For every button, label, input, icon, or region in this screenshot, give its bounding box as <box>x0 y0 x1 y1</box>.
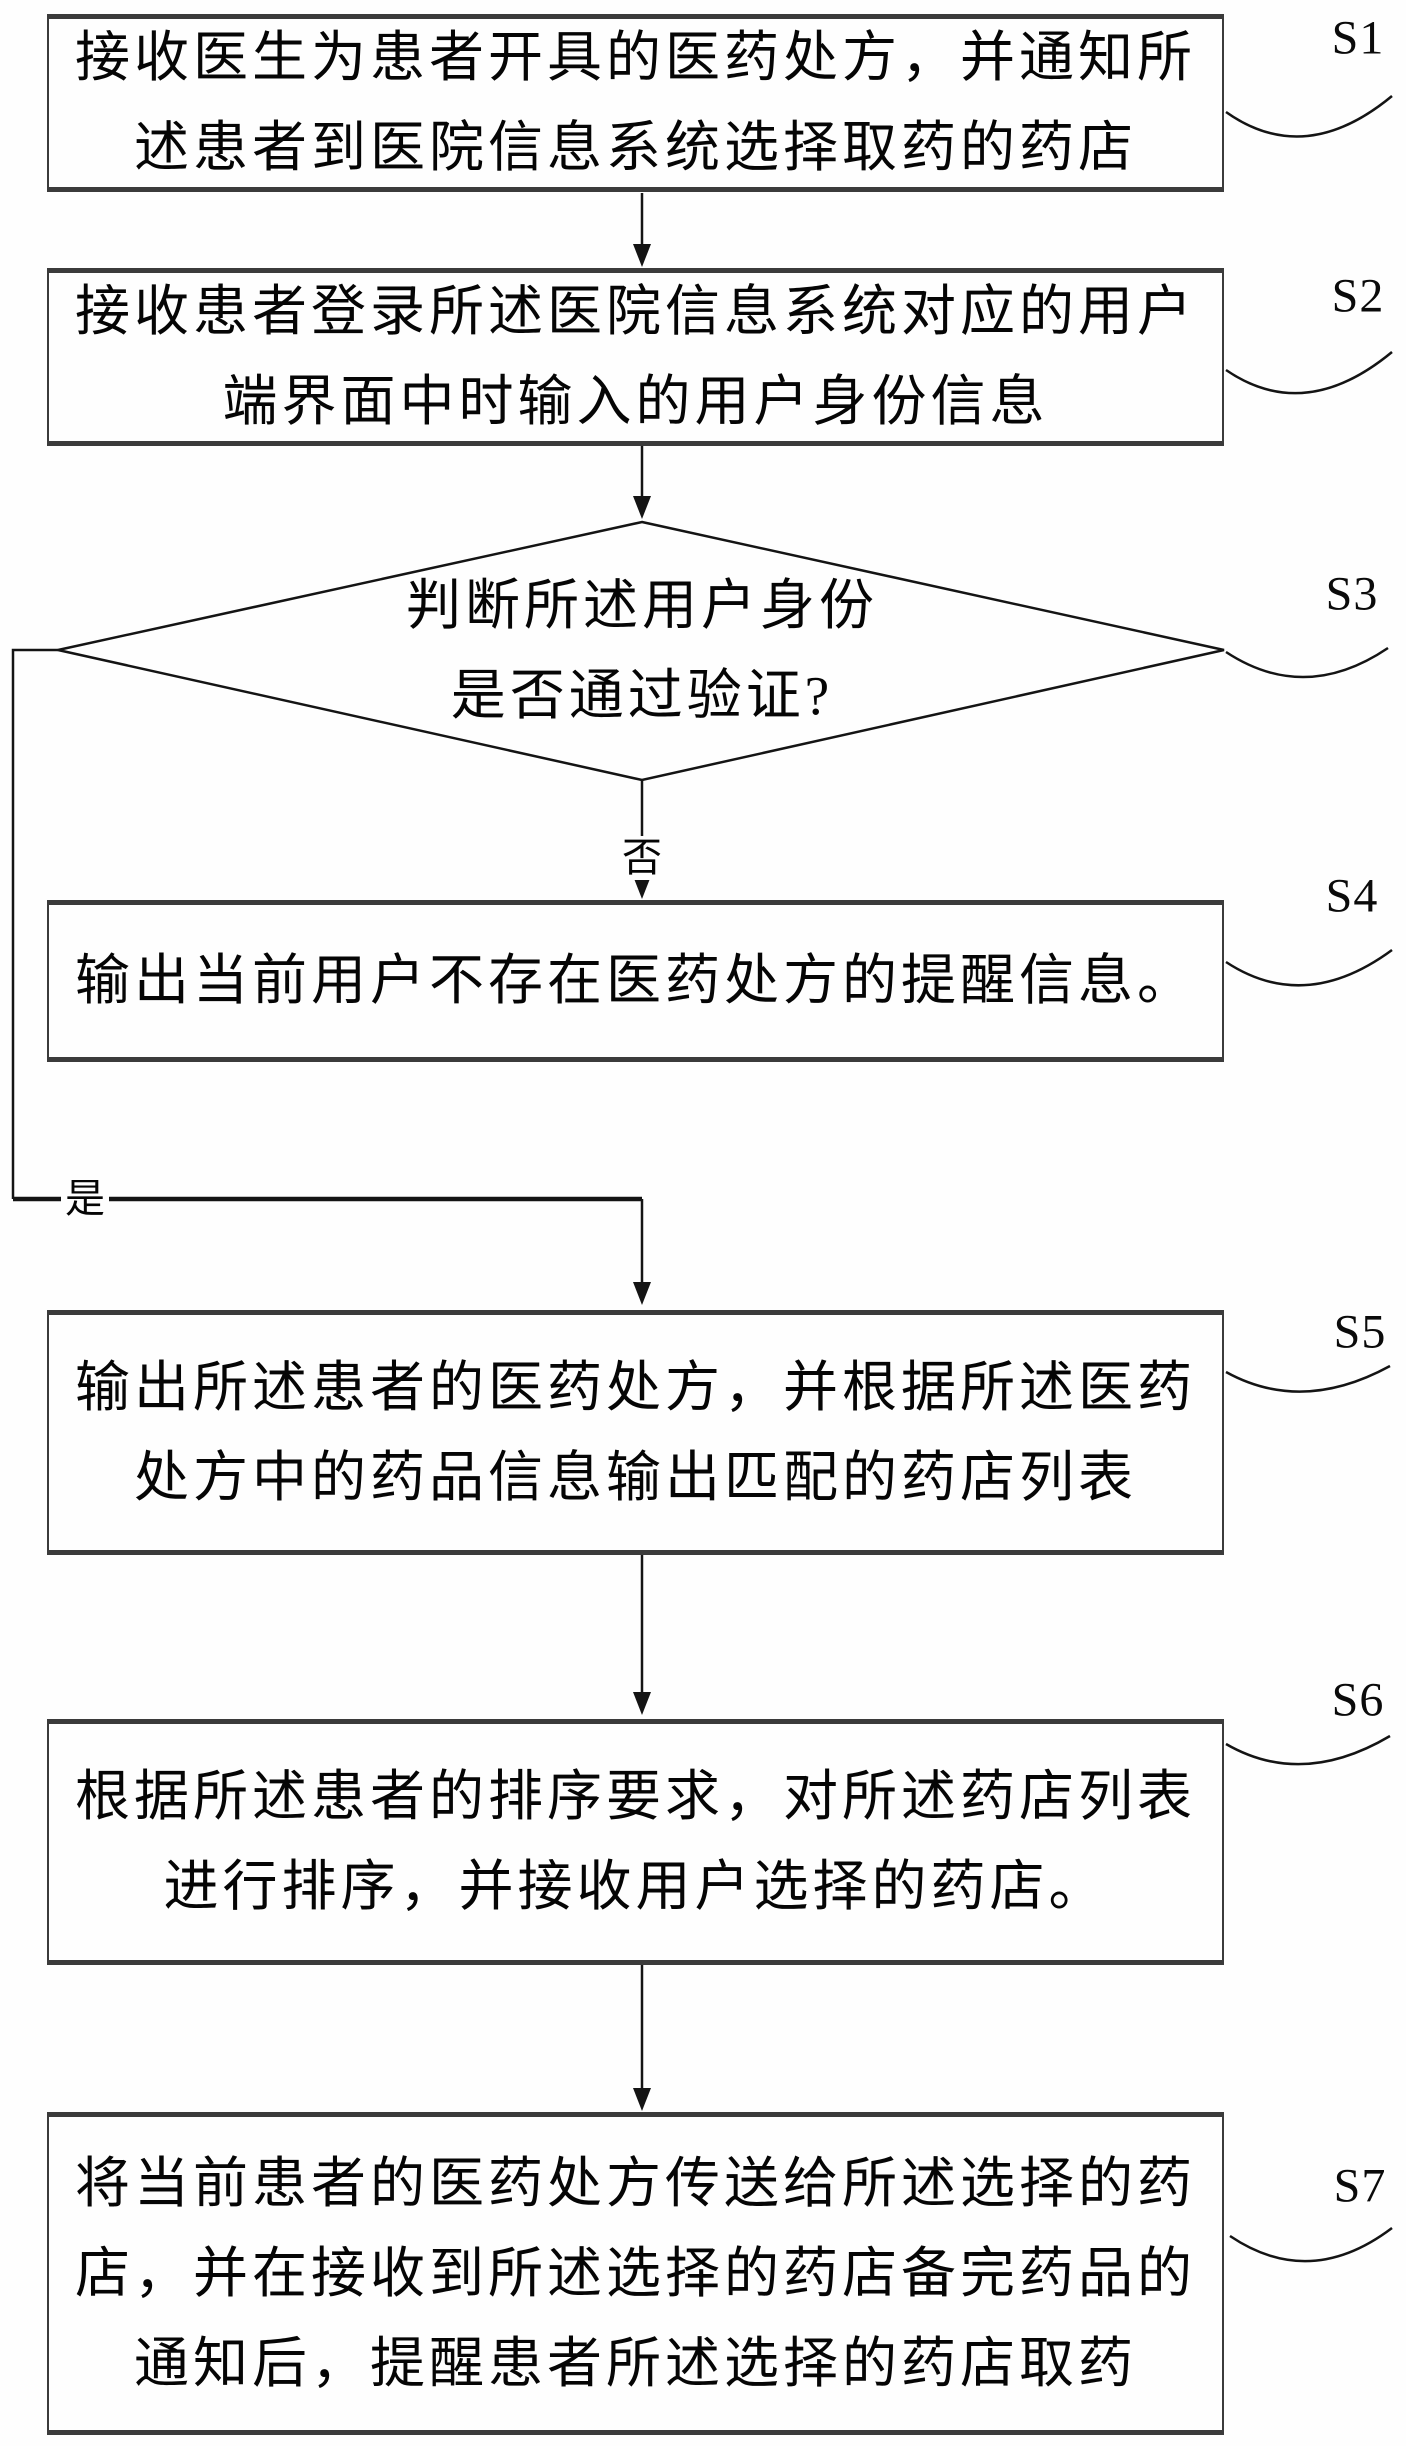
decision-text-s3: 判断所述用户身份 是否通过验证? <box>405 575 878 726</box>
step-label-s1: S1 <box>1331 11 1385 65</box>
step-box-s4: 输出当前用户不存在医药处方的提醒信息。 <box>47 900 1224 1062</box>
branch-label-no: 否 <box>618 836 666 880</box>
step-label-s2: S2 <box>1331 269 1385 323</box>
step-label-s4: S4 <box>1325 869 1379 923</box>
branch-label-yes: 是 <box>61 1177 109 1221</box>
arrow-s5-to-s6 <box>633 1555 651 1715</box>
step-label-s6: S6 <box>1331 1673 1385 1727</box>
step-label-s7: S7 <box>1333 2159 1387 2213</box>
connector-curve-s5 <box>1225 1364 1391 1393</box>
step-label-s3: S3 <box>1325 567 1379 621</box>
step-text-s6: 根据所述患者的排序要求，对所述药店列表 进行排序，并接收用户选择的药店。 <box>74 1766 1196 1917</box>
step-text-s1: 接收医生为患者开具的医药处方，并通知所 述患者到医院信息系统选择取药的药店 <box>74 27 1196 178</box>
step-box-s5: 输出所述患者的医药处方，并根据所述医药 处方中的药品信息输出匹配的药店列表 <box>47 1310 1224 1555</box>
step-label-s5: S5 <box>1333 1305 1387 1359</box>
step-text-s4: 输出当前用户不存在医药处方的提醒信息。 <box>74 950 1196 1011</box>
connector-curve-s2 <box>1225 351 1393 395</box>
step-box-s6: 根据所述患者的排序要求，对所述药店列表 进行排序，并接收用户选择的药店。 <box>47 1719 1224 1965</box>
connector-curve-s3 <box>1225 646 1389 679</box>
connector-curve-s1 <box>1225 95 1393 138</box>
arrow-yes-branch <box>11 648 651 1305</box>
connector-curve-s7 <box>1229 2227 1393 2263</box>
arrow-s1-to-s2 <box>633 193 651 267</box>
arrow-s6-to-s7 <box>633 1965 651 2111</box>
step-box-s1: 接收医生为患者开具的医药处方，并通知所 述患者到医院信息系统选择取药的药店 <box>47 14 1224 192</box>
step-text-s2: 接收患者登录所述医院信息系统对应的用户 端界面中时输入的用户身份信息 <box>74 281 1196 432</box>
step-box-s2: 接收患者登录所述医院信息系统对应的用户 端界面中时输入的用户身份信息 <box>47 268 1224 446</box>
step-text-s7: 将当前患者的医药处方传送给所述选择的药 店，并在接收到所述选择的药店备完药品的 … <box>74 2152 1196 2394</box>
arrow-s2-to-s3 <box>633 446 651 519</box>
step-box-s7: 将当前患者的医药处方传送给所述选择的药 店，并在接收到所述选择的药店备完药品的 … <box>47 2112 1224 2435</box>
connector-curve-s4 <box>1225 948 1393 987</box>
connector-curve-s6 <box>1225 1734 1391 1766</box>
step-text-s5: 输出所述患者的医药处方，并根据所述医药 处方中的药品信息输出匹配的药店列表 <box>74 1356 1196 1508</box>
decision-text-wrap: 判断所述用户身份 是否通过验证? <box>142 545 1142 757</box>
